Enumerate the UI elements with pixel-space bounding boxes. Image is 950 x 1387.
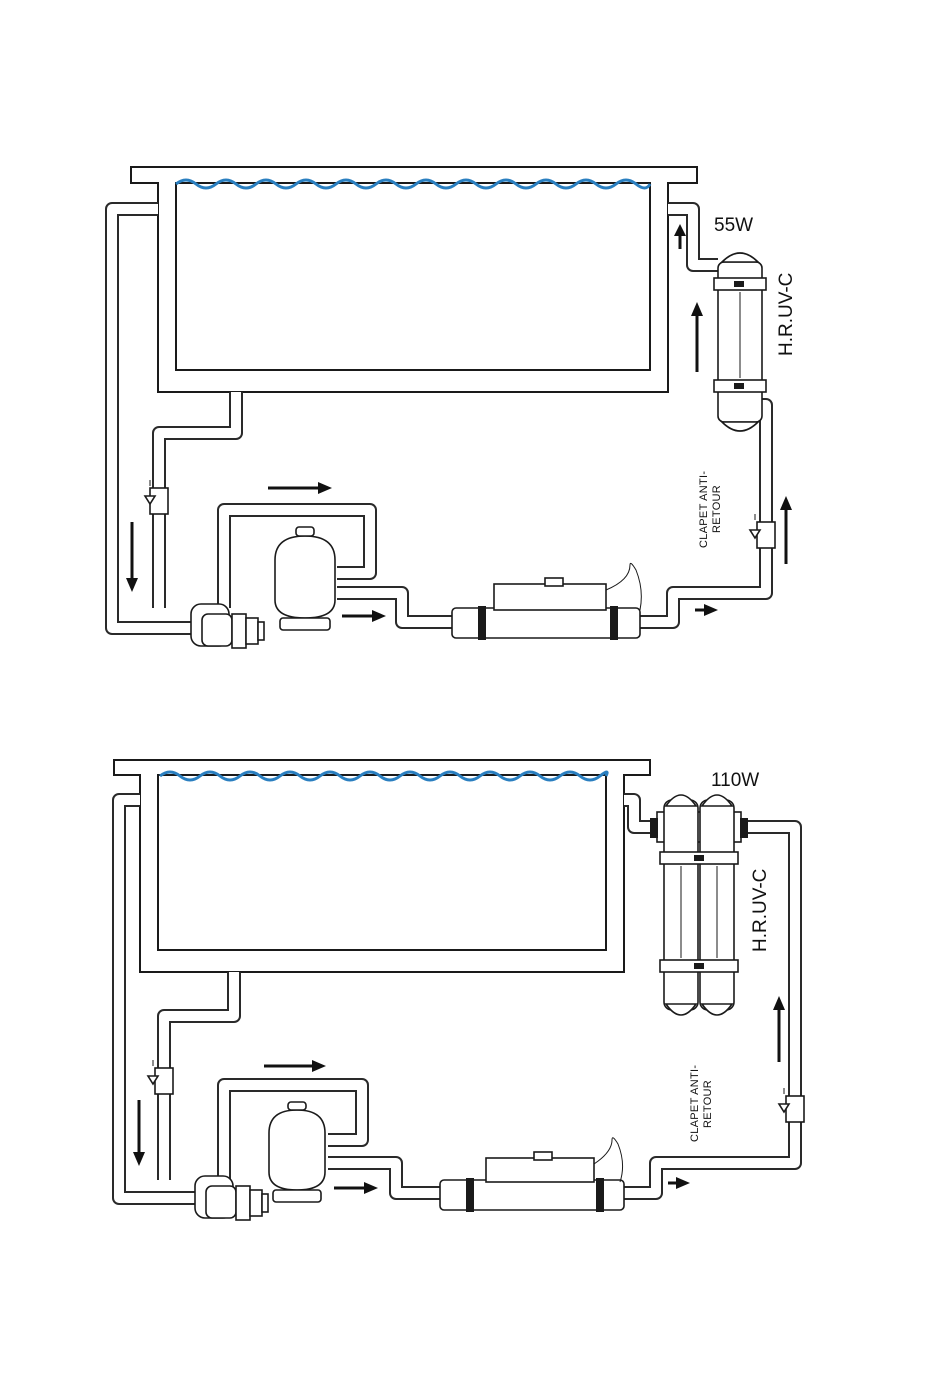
arrow-icon xyxy=(668,1177,690,1189)
arrow-icon xyxy=(780,496,792,564)
pool-basin xyxy=(131,167,697,392)
arrow-icon xyxy=(695,604,718,616)
arrow-icon xyxy=(268,482,332,494)
check-valve-label: CLAPET ANTI- RETOUR xyxy=(689,1065,714,1142)
arrow-icon xyxy=(674,224,686,249)
arrow-icon xyxy=(773,996,785,1062)
pump xyxy=(191,604,264,648)
pool-basin xyxy=(114,760,650,972)
arrow-icon xyxy=(126,522,138,592)
svg-text:RETOUR: RETOUR xyxy=(702,1080,714,1128)
pump xyxy=(195,1176,268,1220)
check-valve-label: CLAPET ANTI- RETOUR xyxy=(698,471,723,548)
uv-c-unit-55w xyxy=(714,253,766,431)
power-label: 55W xyxy=(714,215,753,236)
sand-filter xyxy=(275,527,335,630)
uv-unit-label: H.R.UV-C xyxy=(776,273,797,356)
heater xyxy=(440,1138,624,1212)
heater xyxy=(452,563,641,640)
arrow-icon xyxy=(334,1182,378,1194)
arrow-icon xyxy=(133,1100,145,1166)
uv-unit-label: H.R.UV-C xyxy=(750,869,771,952)
svg-text:RETOUR: RETOUR xyxy=(711,485,723,533)
svg-text:CLAPET ANTI-: CLAPET ANTI- xyxy=(698,471,710,548)
sand-filter xyxy=(269,1102,325,1202)
power-label: 110W xyxy=(711,770,759,791)
uv-c-unit-110w xyxy=(650,795,748,1015)
arrow-icon xyxy=(264,1060,326,1072)
arrow-icon xyxy=(342,610,386,622)
arrow-icon xyxy=(691,302,703,372)
diagram-110w: 110W H.R.UV-C CLAPET ANTI- RETOUR xyxy=(114,760,804,1220)
diagram-55w: 55W H.R.UV-C CLAPET ANTI- RETOUR xyxy=(112,167,797,648)
svg-text:CLAPET ANTI-: CLAPET ANTI- xyxy=(689,1065,701,1142)
